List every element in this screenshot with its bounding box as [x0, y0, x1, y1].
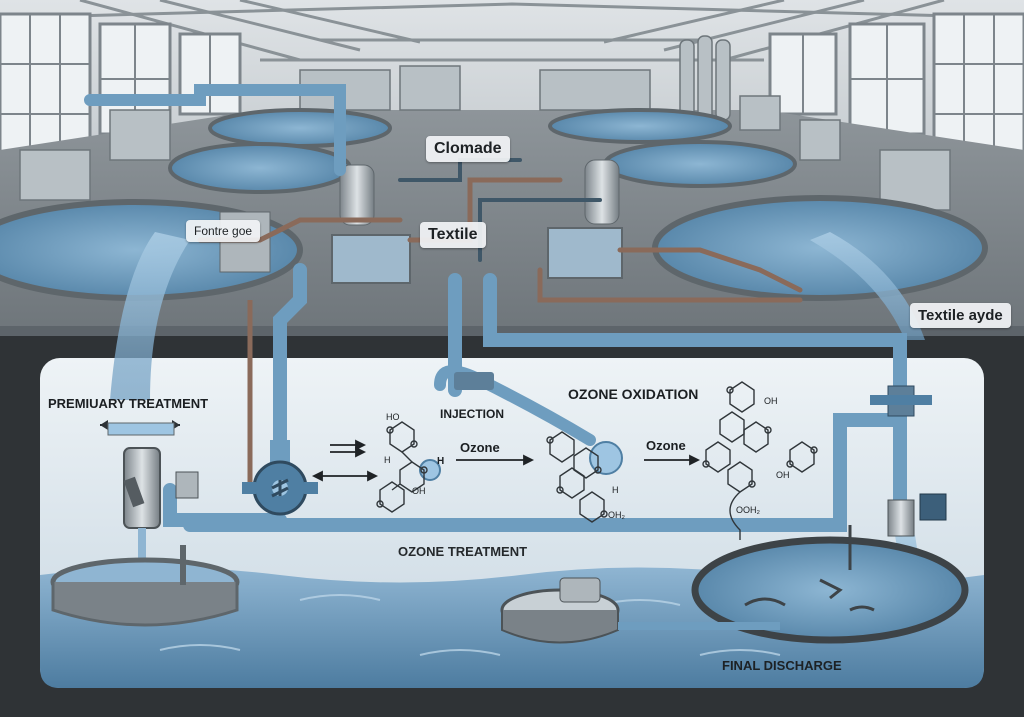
- final-discharge-basin: [691, 536, 969, 644]
- molecule-text-oh2-1: OH₂: [608, 510, 625, 520]
- tank-back-left: [208, 108, 392, 148]
- label-fontre-goe: Fontre goe: [186, 220, 261, 242]
- label-ozone-oxidation: OZONE OXIDATION: [568, 386, 699, 402]
- molecule-1: [376, 421, 428, 513]
- label-injection: INJECTION: [440, 407, 505, 421]
- molecule-text-oh-3: OH: [776, 470, 790, 480]
- descending-pipes: [163, 263, 907, 537]
- tank-mid-left: [168, 142, 352, 194]
- label-ozone-treatment: OZONE TREATMENT: [398, 544, 528, 559]
- ozone-pump: [242, 440, 318, 516]
- label-premiuary-treatment: PREMIUARY TREATMENT: [48, 396, 209, 411]
- primary-treatment-unit: [50, 420, 240, 627]
- molecule-text-h-lower: H: [612, 485, 619, 495]
- waterfall-left: [110, 232, 190, 400]
- back-machinery: [19, 35, 951, 211]
- molecule-text-nh: H: [437, 456, 445, 467]
- molecule-text-oh2-2: OOH₂: [736, 505, 760, 515]
- ozone-generator: [500, 577, 780, 644]
- tank-front-right: [652, 195, 988, 301]
- molecule-text-ho: HO: [386, 412, 400, 422]
- floor-edge: [0, 326, 1024, 336]
- label-clomade: Clomade: [426, 136, 510, 162]
- roof-trusses: [0, 0, 1024, 62]
- basin-debris: [744, 525, 875, 612]
- label-ozone-arrow-1: Ozone: [460, 440, 500, 455]
- label-textile: Textile: [420, 222, 486, 248]
- waterfall-right: [810, 232, 925, 340]
- central-vessels: [219, 159, 623, 284]
- label-ozone-arrow-2: Ozone: [646, 438, 686, 453]
- label-textile-ayde: Textile ayde: [910, 303, 1011, 328]
- molecule-3: [702, 381, 818, 540]
- discharge-valve-column: [870, 385, 947, 537]
- tank-back-right: [548, 108, 732, 144]
- molecule-2: [546, 431, 608, 523]
- molecule-text-oh-1: OH: [412, 486, 426, 496]
- reaction-arrows: [311, 439, 701, 482]
- molecule-diagrams: [376, 381, 818, 540]
- tank-mid-right: [603, 140, 797, 188]
- molecule-text-h: H: [384, 455, 391, 465]
- molecule-text-oh-2: OH: [764, 396, 778, 406]
- ozone-droplet: [419, 459, 441, 481]
- injection-valve: [454, 372, 494, 390]
- label-final-discharge: FINAL DISCHARGE: [722, 658, 842, 673]
